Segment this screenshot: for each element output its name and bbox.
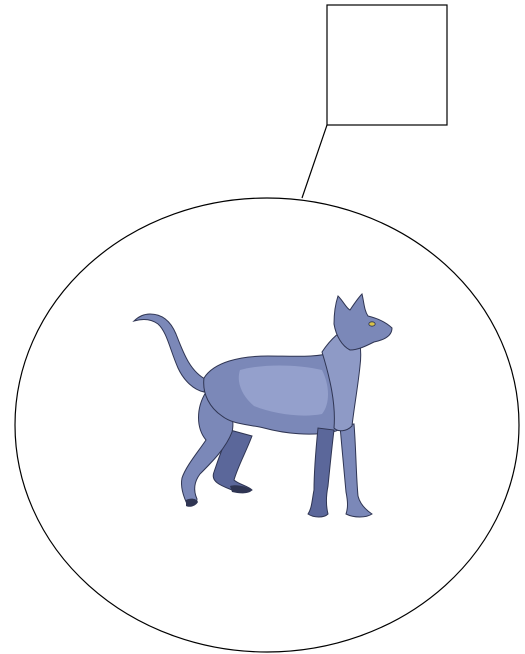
connector-line	[302, 125, 327, 198]
cat-eye	[369, 322, 375, 326]
callout-box	[327, 5, 447, 125]
